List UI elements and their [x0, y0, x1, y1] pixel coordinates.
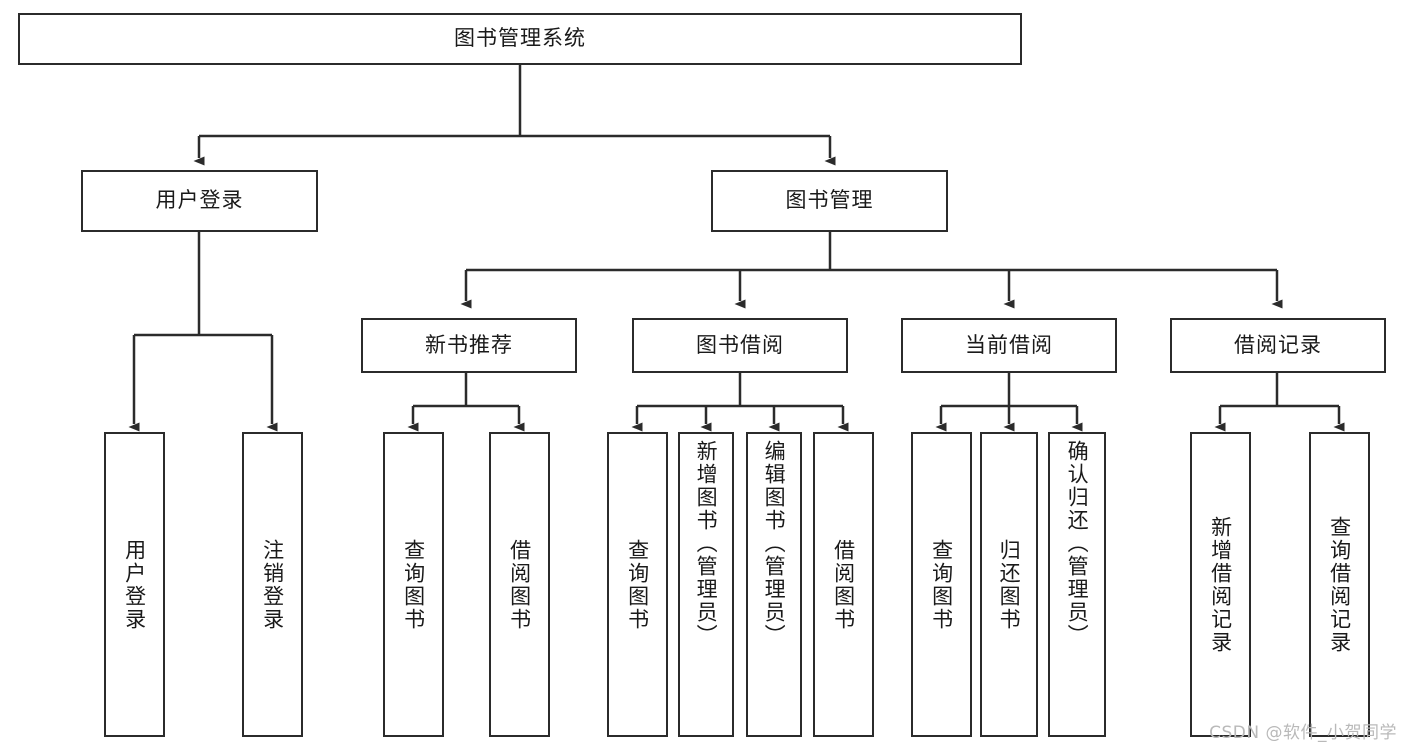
leaf-edit-book[interactable]: 编辑图书（管理员）: [746, 432, 802, 737]
node-book-management[interactable]: 图书管理: [711, 170, 948, 232]
leaf-query-borrow-record[interactable]: 查询借阅记录: [1309, 432, 1370, 737]
leaf-confirm-return[interactable]: 确认归还（管理员）: [1048, 432, 1106, 737]
node-new-book-recommend[interactable]: 新书推荐: [361, 318, 577, 373]
node-user-login[interactable]: 用户登录: [81, 170, 318, 232]
leaf-add-book[interactable]: 新增图书（管理员）: [678, 432, 734, 737]
watermark-text: CSDN @软件_小贺同学: [1209, 723, 1397, 743]
leaf-query-book-borrow[interactable]: 查询图书: [607, 432, 668, 737]
leaf-user-login[interactable]: 用户登录: [104, 432, 165, 737]
leaf-return-book[interactable]: 归还图书: [980, 432, 1038, 737]
leaf-user-logout[interactable]: 注销登录: [242, 432, 303, 737]
node-label: 新增借阅记录: [1208, 515, 1233, 654]
node-root-system[interactable]: 图书管理系统: [18, 13, 1022, 65]
node-label: 新书推荐: [425, 332, 513, 357]
node-label: 图书借阅: [696, 332, 784, 357]
node-current-borrow[interactable]: 当前借阅: [901, 318, 1117, 373]
node-label: 当前借阅: [965, 332, 1053, 357]
node-label: 注销登录: [260, 538, 285, 631]
node-label: 查询图书: [401, 538, 426, 631]
node-label: 借阅图书: [831, 538, 856, 631]
leaf-add-borrow-record[interactable]: 新增借阅记录: [1190, 432, 1251, 737]
node-label: 用户登录: [122, 538, 147, 631]
node-label: 借阅记录: [1234, 332, 1322, 357]
node-book-borrow[interactable]: 图书借阅: [632, 318, 848, 373]
node-label: 确认归还（管理员）: [1065, 440, 1090, 647]
node-label: 查询借阅记录: [1327, 515, 1352, 654]
node-label: 新增图书（管理员）: [694, 440, 719, 647]
leaf-query-book-current[interactable]: 查询图书: [911, 432, 972, 737]
node-label: 借阅图书: [507, 538, 532, 631]
node-borrow-record[interactable]: 借阅记录: [1170, 318, 1386, 373]
leaf-borrow-book-recommend[interactable]: 借阅图书: [489, 432, 550, 737]
node-label: 查询图书: [929, 538, 954, 631]
node-label: 编辑图书（管理员）: [762, 440, 787, 647]
node-label: 用户登录: [155, 188, 244, 213]
leaf-borrow-book-borrow[interactable]: 借阅图书: [813, 432, 874, 737]
node-label: 归还图书: [997, 538, 1022, 631]
node-label: 查询图书: [625, 538, 650, 631]
node-label: 图书管理: [785, 188, 874, 213]
leaf-query-book-recommend[interactable]: 查询图书: [383, 432, 444, 737]
node-label: 图书管理系统: [454, 26, 586, 51]
